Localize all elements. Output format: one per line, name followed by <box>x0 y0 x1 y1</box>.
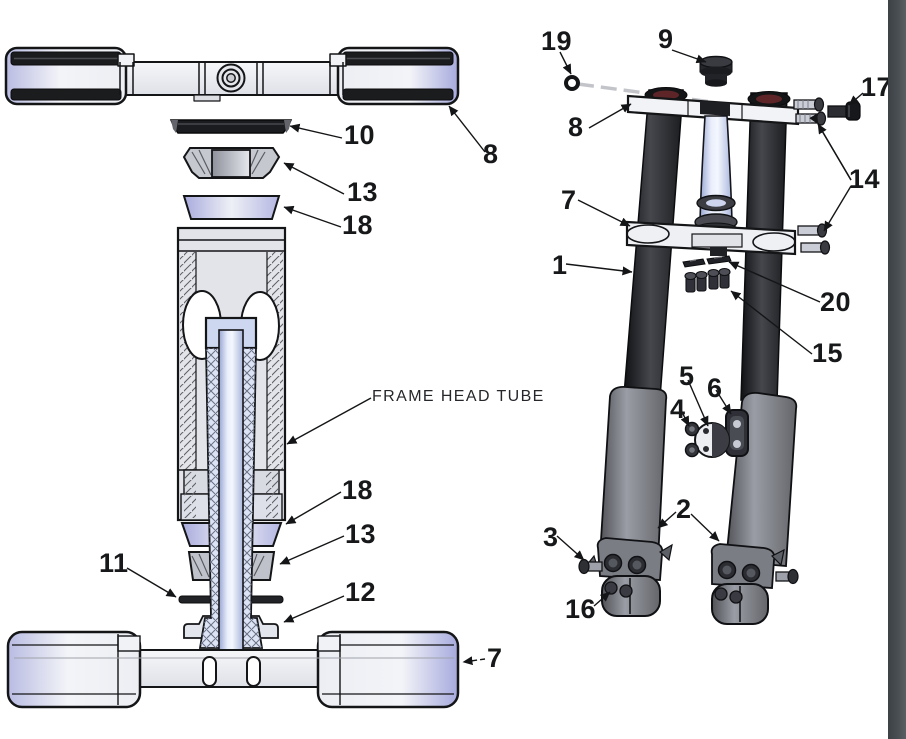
cable-guide-bracket-part6 <box>725 409 749 457</box>
steering-stem-assembled <box>693 115 739 244</box>
upper-bearing-part13 <box>182 147 281 179</box>
stem-cap-part9 <box>699 55 733 87</box>
dust-seal-part10 <box>169 119 293 134</box>
pinch-bolts-part14-lower <box>797 223 831 255</box>
cable-clamp-part5 <box>694 422 730 458</box>
steering-stem-nut <box>216 63 246 93</box>
leader-lines-left <box>126 105 486 666</box>
bolts-part15 <box>684 267 731 293</box>
cable-end-ball-part19 <box>564 75 580 91</box>
right-side-bolt <box>775 568 799 585</box>
left-axle-clamp <box>578 537 673 617</box>
bolt-part3 <box>578 558 603 575</box>
steering-stem-section <box>198 316 264 653</box>
clamp-plates-part20 <box>682 255 732 268</box>
upper-race-part18 <box>182 195 281 220</box>
right-edge-band <box>888 0 906 739</box>
right-axle-clamp <box>710 543 799 625</box>
leader-lines-right <box>556 49 864 607</box>
bolt-part17 <box>827 101 861 121</box>
bottom-triple-clamp-top-view <box>6 630 460 709</box>
top-triple-clamp-assembled <box>626 87 800 126</box>
top-triple-clamp-top-view <box>4 46 460 106</box>
bottom-triple-clamp-assembled <box>625 220 797 256</box>
